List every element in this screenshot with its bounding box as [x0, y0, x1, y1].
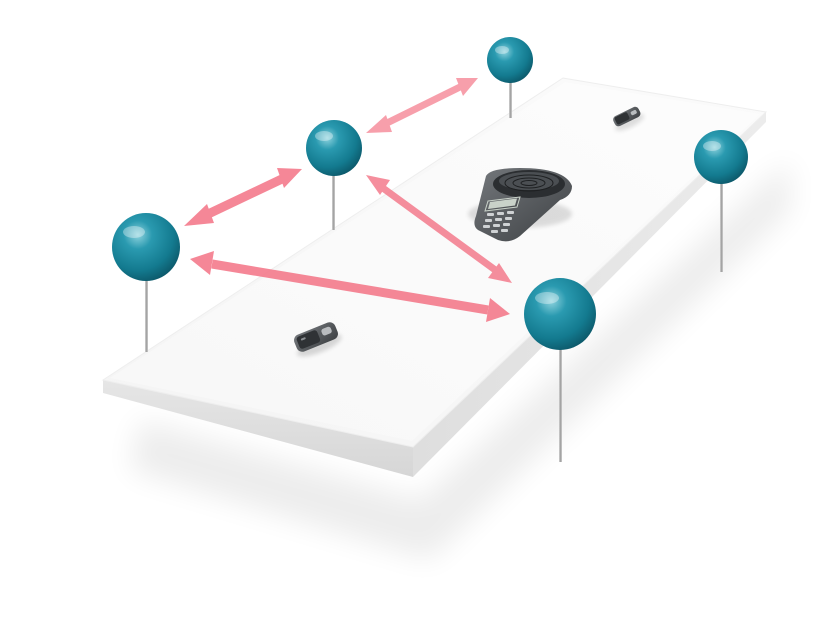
- conference-table: [101, 77, 768, 477]
- pin-needle-left: [145, 270, 148, 352]
- pin-needle-front: [559, 342, 562, 462]
- table-front-edge: [103, 380, 413, 477]
- pin-needle-right: [720, 176, 723, 272]
- link-arrows: [184, 78, 512, 322]
- microphone-shadow: [615, 114, 645, 131]
- pin-needles: [145, 72, 723, 462]
- pin-needle-upper-middle: [332, 168, 335, 230]
- microphone-face: [296, 330, 321, 349]
- map-pin-icon: [524, 278, 596, 350]
- speakerphone-screen: [488, 198, 517, 209]
- map-pin-icon: [694, 130, 748, 184]
- map-pin-icon: [487, 37, 533, 83]
- double-headed-arrow-icon: [366, 175, 512, 283]
- map-pin-icon: [112, 213, 180, 281]
- microphone-face: [614, 112, 630, 125]
- table-top-sheen: [110, 82, 760, 441]
- double-headed-arrow-icon: [184, 168, 302, 226]
- microphone-button: [321, 326, 332, 336]
- conference-speakerphone-icon: [468, 168, 572, 242]
- double-headed-arrow-icon: [190, 251, 510, 322]
- microphone-button: [630, 109, 637, 116]
- map-pin-icon: [306, 120, 362, 176]
- keypad: [483, 211, 514, 233]
- speaker-grille-rings: [504, 174, 554, 192]
- pin-heads: [112, 37, 748, 350]
- wireless-microphone-icon: [613, 106, 645, 131]
- double-headed-arrow-icon: [366, 78, 478, 133]
- table-floor-shadow: [130, 160, 790, 560]
- microphone-led: [300, 337, 306, 341]
- wireless-microphone-icon: [294, 322, 342, 357]
- table-top: [101, 77, 768, 448]
- pin-needle-top: [509, 72, 512, 118]
